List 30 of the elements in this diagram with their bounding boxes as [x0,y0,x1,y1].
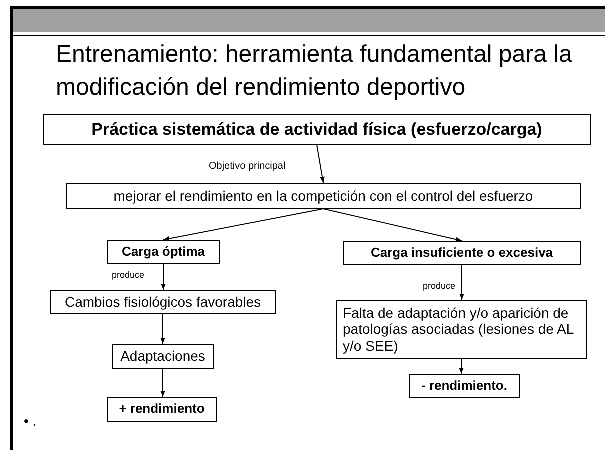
process-box [343,241,581,265]
process-box [107,397,217,422]
box-text: - rendimiento. [422,378,508,394]
arrow [460,264,464,300]
process-box [409,374,520,398]
arrow [163,208,324,242]
arrow [323,208,462,242]
process-box [43,114,591,145]
process-box [66,183,581,209]
box-text: mejorar el rendimiento en la competición con el control del esfuerzo [114,188,534,204]
arrow [459,358,464,374]
edge-label: produce [423,282,456,291]
box-text: + rendimiento [119,402,205,417]
arrow [160,368,166,398]
process-box [112,344,214,369]
edge-label: produce [112,271,145,280]
process-box [50,290,276,314]
box-text: Adaptaciones [120,348,206,365]
box-text: Cambios fisiológicos favorables [64,294,262,310]
process-box [336,300,587,359]
arrow [161,264,166,290]
process-box [107,240,220,264]
box-text: Práctica sistemática de actividad física (esfuerzo/carga) [92,120,542,140]
arrow [160,314,166,344]
box-text: Carga óptima [122,244,206,260]
arrow [316,144,325,184]
box-text: Falta de adaptación y/o aparición de patologías asociadas (lesiones de AL y/o SEE) [343,305,575,354]
edge-label: Objetivo principal [209,162,286,172]
slide-title: Entrenamiento: herramienta fundamental para la modificación del rendimiento deportivo [56,40,574,103]
box-text: Carga insuficiente o excesiva [370,246,554,260]
